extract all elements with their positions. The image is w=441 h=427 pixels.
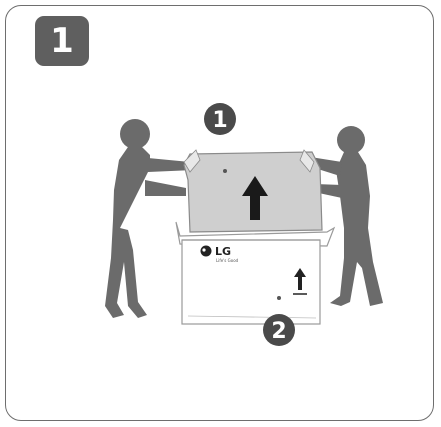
callout-pointer-dot: [223, 169, 227, 173]
callout-label-2: 2: [271, 319, 286, 344]
lg-tagline-text: Life's Good: [216, 258, 239, 263]
callout-label-1: 1: [212, 108, 227, 133]
left-person-figure: [105, 119, 194, 318]
lg-logo-text: LG: [215, 245, 231, 258]
this-side-up-arrow-icon: [293, 268, 307, 295]
callout-pointer-dot: [277, 296, 281, 300]
packing-box: [175, 221, 336, 325]
callout-badge-2: 2: [263, 314, 295, 346]
lg-logo: LG Life's Good: [200, 245, 239, 263]
callout-badge-1: 1: [204, 103, 236, 135]
lift-up-arrow-icon: [242, 176, 268, 220]
step-number-badge: 1: [35, 16, 89, 66]
